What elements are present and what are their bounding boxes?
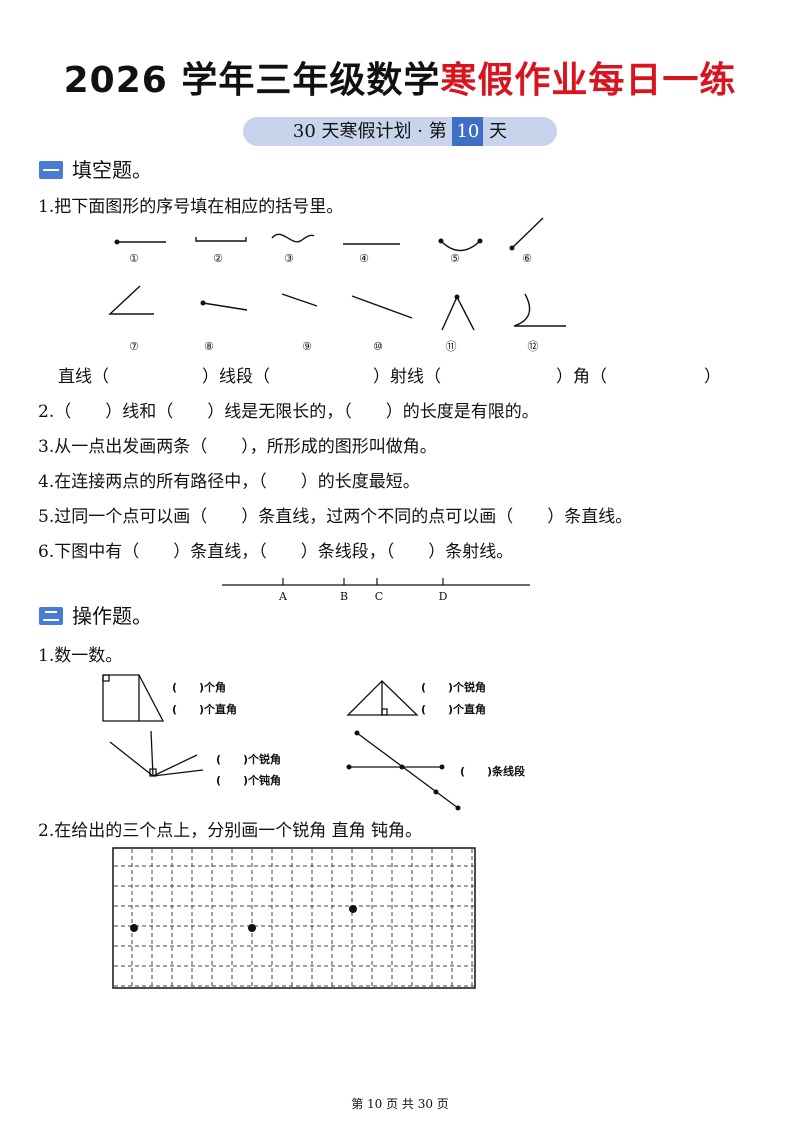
drawing-grid <box>112 847 476 989</box>
count-label-d1: ( )条线段 <box>460 765 526 778</box>
figure-label-1: ① <box>129 252 139 265</box>
figure-label-8: ⑧ <box>204 340 214 353</box>
question-1-3: 3.从一点出发画两条（ ），所形成的图形叫做角。 <box>38 437 437 457</box>
count-label-b2: ( )个直角 <box>421 703 487 716</box>
count-label-b1: ( )个锐角 <box>421 681 487 694</box>
question-1-2: 2.（ ）线和（ ）线是无限长的，（ ）的长度是有限的。 <box>38 402 539 422</box>
point-label-a: A <box>279 590 287 603</box>
question-1-1: 1.把下面图形的序号填在相应的括号里。 <box>38 197 344 217</box>
count-label-a1: ( )个角 <box>172 681 227 694</box>
point-label-c: C <box>374 590 384 603</box>
answer-line-label: 直线（ <box>58 367 109 387</box>
count-label-a2: ( )个直角 <box>172 703 238 716</box>
answer-end-bracket: ） <box>704 367 721 387</box>
figure-set <box>0 210 800 360</box>
plan-banner <box>243 117 557 146</box>
answer-segment-label: ）线段（ <box>202 367 270 387</box>
title-red: 寒假作业每日一练 <box>440 60 737 101</box>
figure-label-9: ⑨ <box>302 340 312 353</box>
figure-label-5: ⑤ <box>450 252 460 265</box>
figure-label-7: ⑦ <box>129 340 139 353</box>
page-footer: 第 10 页 共 30 页 <box>351 1097 449 1111</box>
figure-label-4: ④ <box>359 252 369 265</box>
question-1-5: 5.过同一个点可以画（ ）条直线，过两个不同的点可以画（ ）条直线。 <box>38 507 633 527</box>
count-label-c2: ( )个钝角 <box>216 774 282 787</box>
answer-ray-label: ）射线（ <box>373 367 441 387</box>
count-label-c1: ( )个锐角 <box>216 753 282 766</box>
figure-label-11: ⑪ <box>445 340 457 353</box>
section-one-title: 填空题。 <box>72 158 152 182</box>
section-two-title: 操作题。 <box>72 604 152 628</box>
question-1-6: 6.下图中有（ ）条直线，（ ）条线段，（ ）条射线。 <box>38 542 514 562</box>
figure-label-6: ⑥ <box>522 252 532 265</box>
question-1-4: 4.在连接两点的所有路径中，（ ）的长度最短。 <box>38 472 420 492</box>
question-2-1: 1.数一数。 <box>38 646 123 666</box>
question-2-2: 2.在给出的三个点上，分别画一个锐角 直角 钝角。 <box>38 821 423 841</box>
page-title: 2026 学年三年级数学寒假作业每日一练 <box>0 58 800 104</box>
answer-angle-label: ）角（ <box>556 367 607 387</box>
banner-pre: 30 天寒假计划 · 第 <box>292 121 453 142</box>
section-one-icon <box>39 161 63 179</box>
plan-banner-text: 30 天寒假计划 · 第 10 天 <box>243 117 557 146</box>
figure-label-3: ③ <box>284 252 294 265</box>
counting-figures <box>0 665 461 811</box>
banner-post: 天 <box>483 121 508 142</box>
figure-label-12: ⑫ <box>527 340 539 353</box>
section-two-icon <box>39 607 63 625</box>
figure-label-2: ② <box>213 252 223 265</box>
point-label-d: D <box>438 590 448 603</box>
figure-label-10: ⑩ <box>373 340 383 353</box>
title-black: 2026 学年三年级数学 <box>63 60 441 101</box>
point-line-figure <box>0 570 800 590</box>
day-number-badge: 10 <box>452 117 484 146</box>
point-label-b: B <box>339 590 349 603</box>
